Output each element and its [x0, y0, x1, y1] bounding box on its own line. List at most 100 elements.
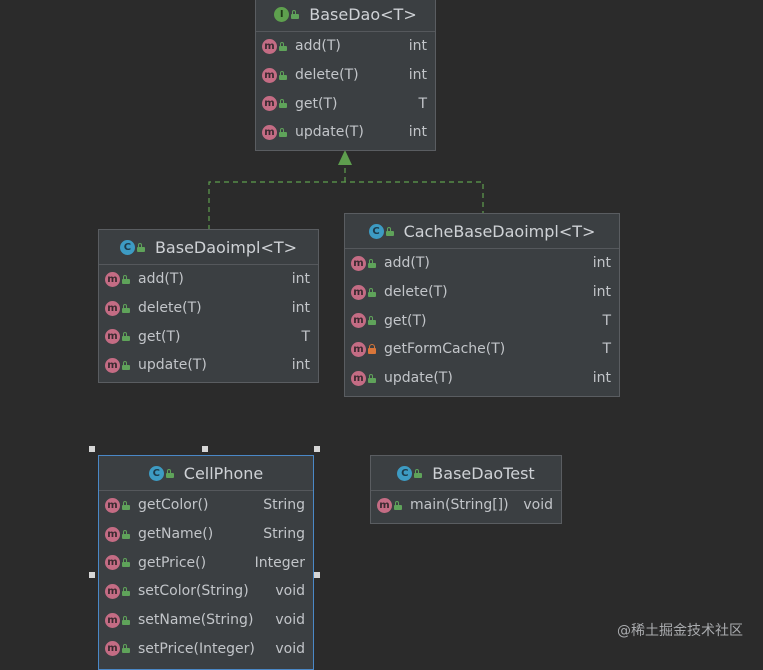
class-title: BaseDao<T> — [309, 4, 417, 24]
class-box-basedaoimpl[interactable]: C BaseDaoimpl<T> m add(T) int m delete(T… — [98, 229, 319, 383]
method-name: getPrice() — [138, 554, 207, 571]
class-header: C CellPhone — [99, 456, 313, 491]
method-icon: m — [105, 526, 120, 542]
method-row[interactable]: m getColor() String — [99, 491, 313, 520]
class-title: BaseDaoTest — [432, 463, 535, 483]
method-row[interactable]: m setPrice(Integer) void — [99, 634, 313, 663]
method-type: void — [275, 583, 305, 600]
class-icon: C — [119, 239, 135, 255]
method-row[interactable]: m delete(T) int — [256, 61, 435, 90]
public-lock-icon — [279, 70, 287, 80]
class-header: C BaseDaoimpl<T> — [99, 230, 318, 265]
method-name: add(T) — [295, 38, 341, 55]
class-box-cachebasedaoimpl[interactable]: C CacheBaseDaoimpl<T> m add(T) int m del… — [344, 213, 620, 397]
method-name: setPrice(Integer) — [138, 640, 255, 657]
method-row[interactable]: m setName(String) void — [99, 606, 313, 635]
method-type: void — [275, 640, 305, 657]
method-name: delete(T) — [384, 284, 448, 301]
public-lock-icon — [122, 500, 130, 510]
public-lock-icon — [136, 242, 145, 252]
method-name: update(T) — [295, 124, 364, 141]
public-lock-icon — [368, 287, 376, 297]
method-name: get(T) — [384, 312, 427, 329]
method-type: int — [291, 357, 310, 374]
method-icon: m — [262, 38, 277, 54]
class-header: C BaseDaoTest — [371, 456, 561, 491]
method-name: add(T) — [138, 271, 184, 288]
method-type: void — [523, 497, 553, 514]
public-lock-icon — [122, 644, 130, 654]
method-row[interactable]: m delete(T) int — [99, 294, 318, 323]
class-box-basedaotest[interactable]: C BaseDaoTest m main(String[]) void — [370, 455, 562, 524]
method-icon: m — [351, 313, 366, 329]
method-name: getName() — [138, 526, 214, 543]
public-lock-icon — [368, 316, 376, 326]
public-lock-icon — [279, 99, 287, 109]
resize-handle-top-left[interactable] — [89, 446, 95, 452]
public-lock-icon — [122, 529, 130, 539]
class-header: I BaseDao<T> — [256, 0, 435, 32]
method-type: T — [418, 95, 427, 112]
public-lock-icon — [122, 360, 130, 370]
method-row[interactable]: m delete(T) int — [345, 278, 619, 307]
class-box-basedao[interactable]: I BaseDao<T> m add(T) int m delete(T) in… — [255, 0, 436, 151]
method-icon: m — [105, 271, 120, 287]
public-lock-icon — [291, 9, 300, 19]
private-lock-icon — [368, 344, 376, 355]
class-title: CellPhone — [183, 463, 264, 483]
method-row[interactable]: m get(T) T — [99, 322, 318, 351]
method-type: int — [408, 67, 427, 84]
method-row[interactable]: m setColor(String) void — [99, 577, 313, 606]
public-lock-icon — [394, 500, 402, 510]
public-lock-icon — [279, 127, 287, 137]
method-row[interactable]: m update(T) int — [345, 364, 619, 393]
method-row[interactable]: m getFormCache(T) T — [345, 335, 619, 364]
resize-handle-top-right[interactable] — [314, 446, 320, 452]
method-type: String — [263, 497, 305, 514]
method-icon: m — [351, 255, 366, 271]
method-row[interactable]: m main(String[]) void — [371, 491, 561, 520]
method-name: add(T) — [384, 255, 430, 272]
method-name: update(T) — [138, 357, 207, 374]
class-title: CacheBaseDaoimpl<T> — [403, 221, 596, 241]
method-icon: m — [262, 67, 277, 83]
resize-handle-middle-left[interactable] — [89, 572, 95, 578]
method-type: int — [592, 284, 611, 301]
method-type: T — [602, 312, 611, 329]
method-row[interactable]: m add(T) int — [256, 32, 435, 61]
method-name: get(T) — [295, 95, 338, 112]
method-icon: m — [105, 612, 120, 628]
resize-handle-top-center[interactable] — [202, 446, 208, 452]
class-icon: C — [148, 465, 164, 481]
method-row[interactable]: m get(T) T — [345, 306, 619, 335]
method-icon: m — [105, 357, 120, 373]
class-box-cellphone[interactable]: C CellPhone m getColor() String m getNam… — [98, 455, 314, 670]
class-icon: C — [397, 465, 413, 481]
public-lock-icon — [414, 468, 423, 478]
method-row[interactable]: m update(T) int — [99, 351, 318, 380]
realization-arrowhead — [338, 150, 352, 165]
method-row[interactable]: m get(T) T — [256, 89, 435, 118]
method-type: int — [291, 271, 310, 288]
method-row[interactable]: m getPrice() Integer — [99, 548, 313, 577]
method-name: main(String[]) — [410, 497, 509, 514]
realization-line-basedaoimpl — [208, 181, 484, 230]
method-row[interactable]: m getName() String — [99, 520, 313, 549]
public-lock-icon — [165, 468, 174, 478]
method-name: setColor(String) — [138, 583, 249, 600]
method-name: update(T) — [384, 370, 453, 387]
method-row[interactable]: m add(T) int — [345, 249, 619, 278]
method-icon: m — [105, 497, 120, 513]
method-icon: m — [105, 329, 120, 345]
method-type: void — [275, 612, 305, 629]
method-icon: m — [351, 284, 366, 300]
public-lock-icon — [122, 558, 130, 568]
interface-icon: I — [274, 6, 290, 22]
method-row[interactable]: m add(T) int — [99, 265, 318, 294]
method-row[interactable]: m update(T) int — [256, 118, 435, 147]
public-lock-icon — [385, 226, 394, 236]
public-lock-icon — [368, 258, 376, 268]
resize-handle-middle-right[interactable] — [314, 572, 320, 578]
method-icon: m — [105, 583, 120, 599]
